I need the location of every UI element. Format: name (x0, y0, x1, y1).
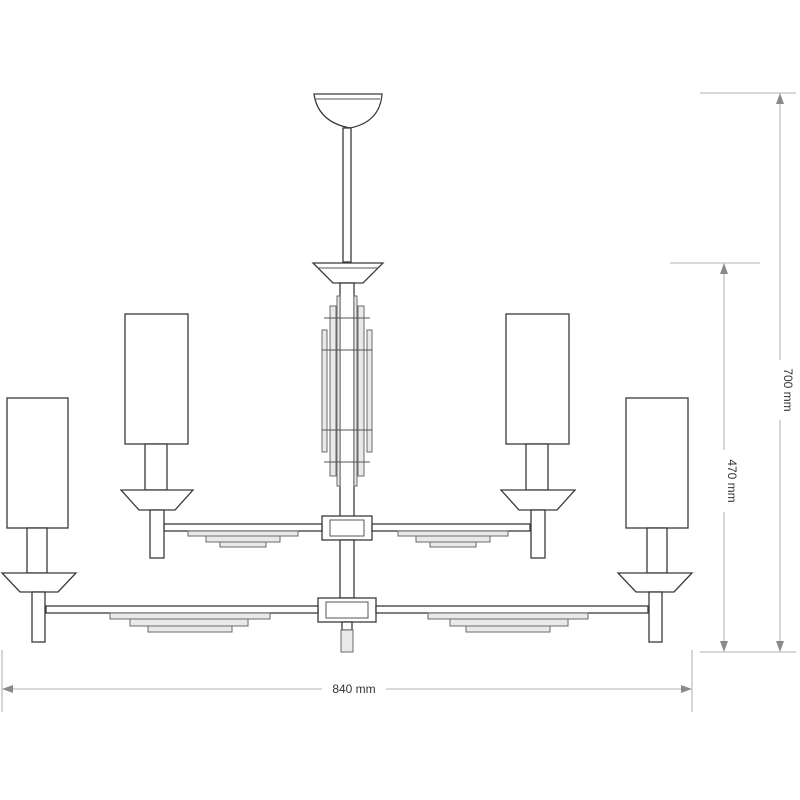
lower-arms (45, 605, 649, 633)
lamp-upper-left (119, 313, 195, 559)
lamp-lower-right (616, 397, 694, 643)
upper-cup (311, 262, 385, 284)
body-height-label: 470 mm (725, 459, 739, 502)
lamp-lower-left (0, 397, 78, 643)
upper-arms (163, 523, 531, 548)
suspension-rod (342, 127, 352, 263)
upper-hub (321, 515, 373, 541)
ceiling-canopy (313, 93, 383, 129)
lamp-upper-right (499, 313, 577, 559)
width-label: 840 mm (332, 682, 375, 696)
dimension-body-height: 470 mm (670, 262, 760, 652)
dimension-total-height: 700 mm (700, 92, 796, 653)
bottom-finial (340, 621, 354, 653)
central-column (321, 282, 373, 520)
dimension-width: 840 mm (1, 650, 693, 712)
lower-hub (317, 597, 377, 623)
total-height-label: 700 mm (781, 368, 795, 411)
middle-column (339, 539, 355, 599)
